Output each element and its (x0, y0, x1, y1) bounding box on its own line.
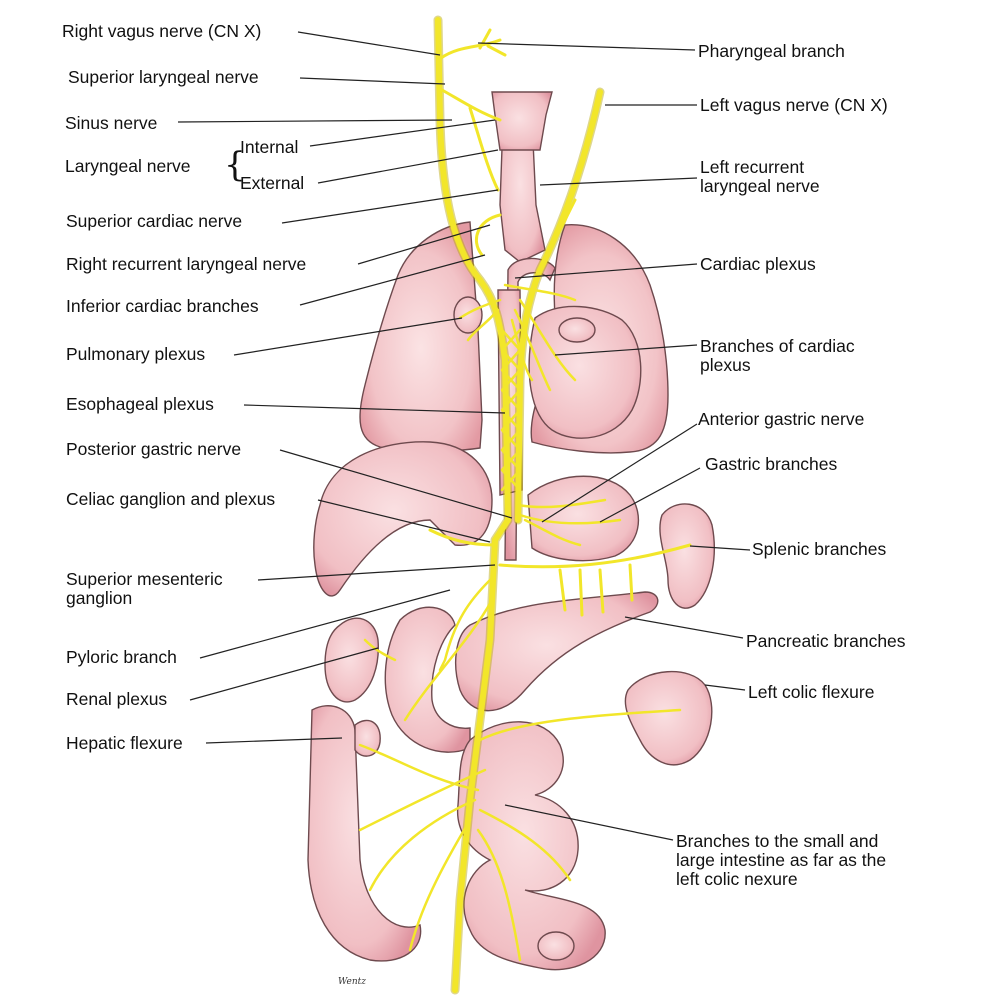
label-hepatic-flexure: Hepatic flexure (66, 733, 183, 753)
hepatic-branch-nerves (428, 528, 497, 547)
label-branches-cardiac-line1: Branches of cardiac (700, 336, 855, 356)
label-left-vagus: Left vagus nerve (CN X) (700, 95, 888, 115)
label-superior-mesenteric: Superior mesenteric ganglion (66, 570, 223, 608)
label-pulmonary-plexus: Pulmonary plexus (66, 344, 206, 364)
label-left-colic-flexure: Left colic flexure (748, 682, 875, 702)
label-branches-cardiac: Branches of cardiac plexus (700, 337, 855, 375)
right-hilum (453, 296, 483, 334)
nerves (358, 15, 692, 995)
label-cardiac-plexus: Cardiac plexus (700, 254, 816, 274)
label-superior-cardiac: Superior cardiac nerve (66, 211, 243, 231)
label-pyloric: Pyloric branch (66, 647, 177, 667)
pulmonary-plexus-nerves (458, 298, 502, 342)
label-laryngeal-external: External (240, 173, 305, 193)
label-splenic-branches: Splenic branches (752, 539, 887, 559)
label-pancreatic-branches: Pancreatic branches (746, 631, 906, 651)
larynx (491, 91, 553, 151)
label-gastric-branches: Gastric branches (705, 454, 838, 474)
label-left-recurrent-line1: Left recurrent (700, 157, 805, 177)
pancreas (455, 591, 659, 712)
organs (307, 91, 715, 971)
label-pharyngeal-branch: Pharyngeal branch (698, 41, 845, 61)
label-superior-mesenteric-line1: Superior mesenteric (66, 569, 223, 589)
ileum-loop (537, 931, 575, 961)
artist-signature: Wentz (338, 977, 366, 987)
recurrent-laryngeal-paths (475, 198, 577, 272)
label-anterior-gastric: Anterior gastric nerve (698, 409, 865, 429)
gastric-branches-nerves (516, 498, 622, 547)
heart (528, 305, 642, 439)
label-intestine-branches: Branches to the small and large intestin… (676, 832, 886, 889)
superior-laryngeal-nerve-path (440, 88, 502, 192)
label-intestine-line1: Branches to the small and (676, 831, 879, 851)
splenic-branches-nerves (498, 543, 692, 617)
spleen (659, 503, 715, 609)
stomach (527, 475, 640, 562)
label-left-recurrent-line2: laryngeal nerve (700, 176, 820, 196)
right-vagus-trunk (435, 17, 511, 993)
cardiac-plexus-nerves (503, 283, 577, 392)
label-superior-mesenteric-line2: ganglion (66, 588, 133, 608)
label-inferior-cardiac: Inferior cardiac branches (66, 296, 259, 316)
label-esophageal-plexus: Esophageal plexus (66, 394, 214, 414)
liver (313, 441, 493, 597)
esophageal-plexus-mesh (500, 328, 522, 492)
label-renal-plexus: Renal plexus (66, 689, 168, 709)
label-celiac: Celiac ganglion and plexus (66, 489, 276, 509)
label-intestine-line2: large intestine as far as the (676, 850, 887, 870)
label-right-recurrent: Right recurrent laryngeal nerve (66, 254, 307, 274)
pyloric-renal-nerves (363, 578, 494, 722)
small-intestine (456, 721, 606, 971)
ascending-colon (307, 705, 422, 962)
laryngeal-brace: { (224, 145, 246, 185)
left-colic-flexure-bulb (624, 671, 713, 766)
label-left-recurrent: Left recurrent laryngeal nerve (700, 158, 820, 196)
label-right-vagus: Right vagus nerve (CN X) (62, 21, 262, 41)
label-laryngeal-nerve: Laryngeal nerve (65, 156, 191, 176)
leader-lines (177, 31, 751, 841)
label-sinus-nerve: Sinus nerve (65, 113, 158, 133)
left-hilum (558, 317, 596, 343)
intestinal-branches-nerves (358, 708, 682, 962)
label-intestine-line3: left colic nexure (676, 869, 798, 889)
label-posterior-gastric: Posterior gastric nerve (66, 439, 242, 459)
label-laryngeal-internal: Internal (240, 137, 299, 157)
label-superior-laryngeal: Superior laryngeal nerve (68, 67, 259, 87)
label-branches-cardiac-line2: plexus (700, 355, 751, 375)
pharyngeal-branch-nerve (439, 28, 507, 60)
hepatic-flexure-bulb (354, 719, 381, 757)
